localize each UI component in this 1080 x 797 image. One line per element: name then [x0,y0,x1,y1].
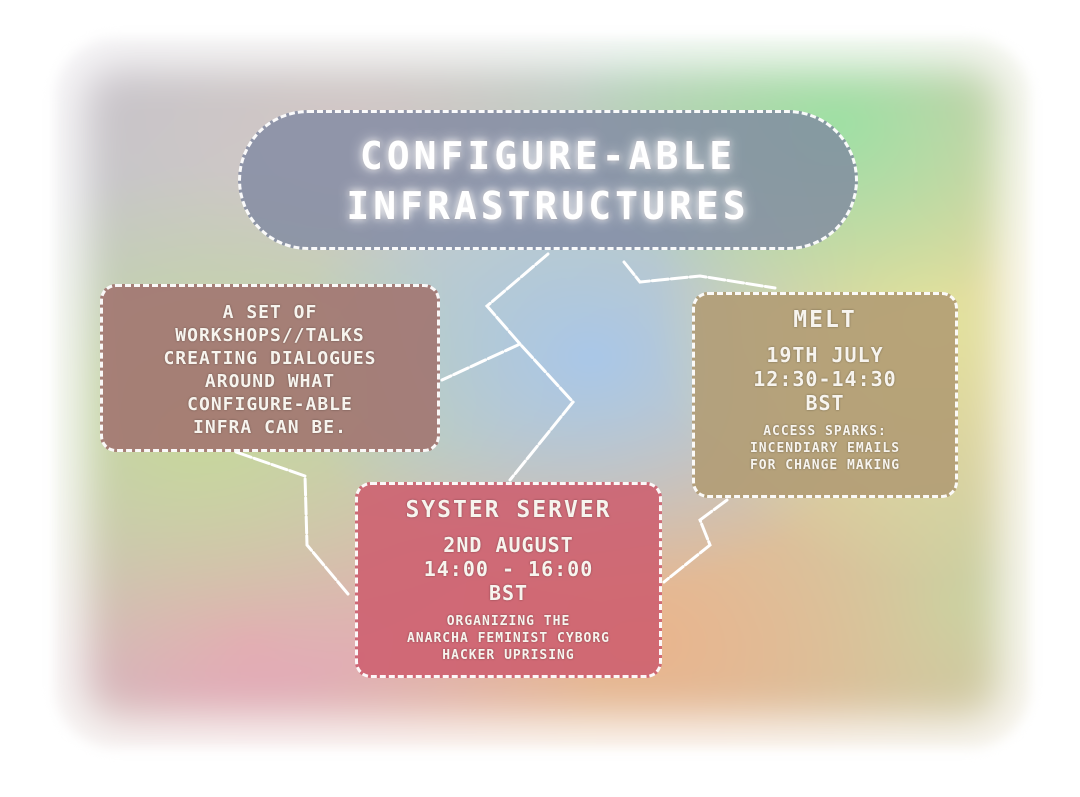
connector-title-to-melt [622,260,777,290]
description-line: infra can be. [193,417,347,438]
title-bubble: Configure-able Infrastructures [238,110,858,250]
title-line-1: Configure-able [359,134,737,178]
connector-title-to-center [484,252,575,482]
connector-center-to-description [440,342,522,382]
syster-event-description-line: Organizing the [446,614,571,629]
syster-event-timezone: BST [488,581,529,605]
melt-event-timezone: BST [805,391,845,415]
description-line: creating dialogues [163,348,377,369]
melt-event-bubble: MELT 19th July 12:30-14:30 BST Access Sp… [692,292,958,498]
description-bubble: A set of workshops//talks creating dialo… [100,284,440,452]
melt-event-time: 12:30-14:30 [753,367,897,391]
description-line: around what [204,371,336,392]
melt-event-name: MELT [793,307,857,333]
syster-event-date: 2nd August [443,533,574,557]
syster-event-description-line: hacker uprising [442,648,575,663]
melt-event-description-line: for change making [749,458,901,473]
melt-event-date: 19th July [766,343,884,367]
syster-event-time: 14:00 - 16:00 [423,557,594,581]
syster-event-description-line: anarcha feminist cyborg [406,631,610,646]
title-line-2: Infrastructures [346,184,750,228]
description-line: configure-able [187,394,353,415]
syster-event-name: Syster Server [405,497,612,523]
melt-event-description-line: Incendiary Emails [749,441,901,456]
connector-description-to-syster [234,450,350,596]
connector-melt-to-syster [662,498,729,584]
melt-event-description-line: Access Sparks: [763,424,887,439]
description-line: A set of [222,302,318,323]
syster-server-event-bubble: Syster Server 2nd August 14:00 - 16:00 B… [355,482,662,678]
description-line: workshops//talks [175,325,365,346]
